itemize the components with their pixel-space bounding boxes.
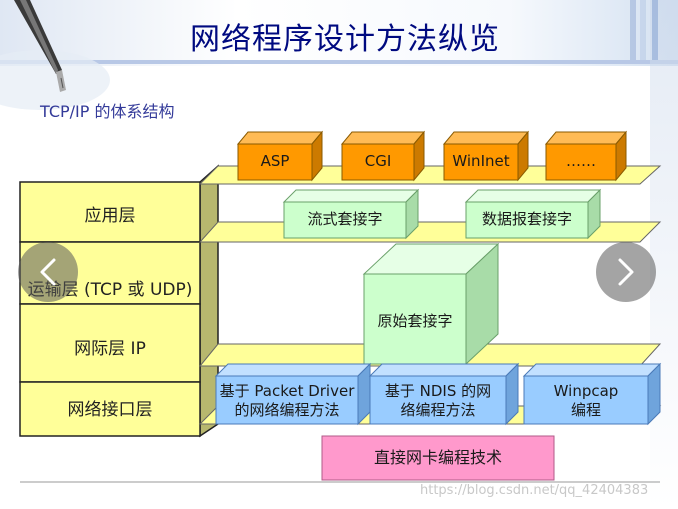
driver-box-winpcap xyxy=(522,362,662,426)
socket-label-raw: 原始套接字 xyxy=(377,312,453,330)
socket-label-stream: 流式套接字 xyxy=(307,210,383,228)
layer-application: 应用层 xyxy=(84,206,136,226)
socket-box-raw xyxy=(362,242,500,366)
socket-box-stream xyxy=(282,188,420,240)
driver-label-ndis-1: 基于 NDIS 的网 xyxy=(384,382,492,400)
driver-label-packet-2: 的网络编程方法 xyxy=(234,401,340,419)
app-label-asp: ASP xyxy=(260,152,290,170)
socket-box-datagram xyxy=(464,188,602,240)
header-divider xyxy=(0,60,678,64)
right-edge-shade xyxy=(650,0,678,509)
next-button[interactable] xyxy=(596,242,656,302)
stripe-2 xyxy=(640,0,646,60)
layer-link: 网络接口层 xyxy=(67,400,153,420)
nic-label: 直接网卡编程技术 xyxy=(373,448,502,467)
driver-label-packet-1: 基于 Packet Driver xyxy=(219,382,355,400)
app-label-more: …… xyxy=(566,152,596,170)
chevron-right-icon xyxy=(618,258,634,286)
app-box-wininet xyxy=(442,130,530,182)
app-label-wininet: WinInet xyxy=(452,152,510,170)
header-background xyxy=(0,0,678,66)
driver-label-ndis-2: 络编程方法 xyxy=(400,401,476,419)
driver-label-winpcap-1: Winpcap xyxy=(553,382,619,400)
app-box-cgi xyxy=(340,130,426,182)
socket-label-datagram: 数据报套接字 xyxy=(481,210,572,228)
prev-button[interactable] xyxy=(18,242,78,302)
nic-box xyxy=(321,435,555,481)
app-box-asp xyxy=(236,130,324,182)
driver-label-winpcap-2: 编程 xyxy=(570,401,601,419)
stripe-3 xyxy=(652,0,658,60)
driver-box-ndis xyxy=(368,362,520,426)
stripe-1 xyxy=(630,0,636,60)
app-label-cgi: CGI xyxy=(364,152,392,170)
layer-internet: 网际层 IP xyxy=(74,339,146,359)
driver-box-packet xyxy=(214,362,372,426)
pen-icon xyxy=(0,0,110,110)
subtitle: TCP/IP 的体系结构 xyxy=(40,102,175,121)
chevron-left-icon xyxy=(40,258,56,286)
page-title: 网络程序设计方法纵览 xyxy=(190,22,500,57)
app-box-more xyxy=(544,130,628,182)
watermark: https://blog.csdn.net/qq_42404383 xyxy=(420,483,649,498)
